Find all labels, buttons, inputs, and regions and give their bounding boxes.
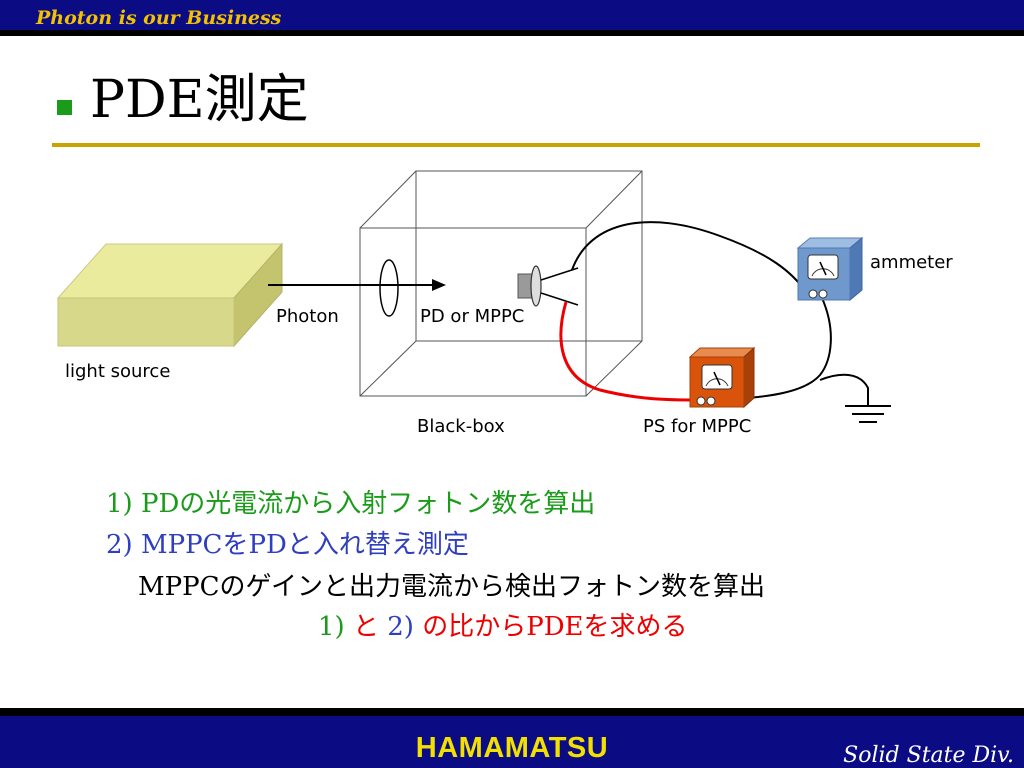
title-bullet: [57, 100, 72, 115]
step-2-detail-mppc: MPPC: [138, 572, 220, 602]
company-tagline: Photon is our Business: [36, 7, 282, 29]
page-title: PDE測定: [90, 70, 309, 130]
step-1-text: の光電流から入射フォトン数を算出: [179, 489, 596, 519]
light-source-label: light source: [65, 361, 171, 382]
step-2: 2) MPPCをPDと入れ替え測定: [106, 530, 469, 561]
step-2-pd: PD: [248, 530, 287, 560]
brand-logo-text: HAMAMATSU: [415, 732, 609, 764]
black-box-label: Black-box: [417, 416, 505, 437]
photon-label: Photon: [276, 306, 339, 327]
conclusion-text-b: を求める: [583, 612, 688, 642]
light-source-block: [56, 242, 284, 348]
step-2-text-a: を: [222, 530, 249, 560]
top-banner: Photon is our Business: [0, 0, 1024, 36]
ground-icon: [845, 405, 891, 423]
step-2-number: 2) MPPC: [106, 530, 223, 560]
power-supply-icon: [688, 346, 756, 409]
conclusion: 1) と 2) の比からPDEを求める: [318, 612, 688, 643]
step-2-detail: MPPCのゲインと出力電流から検出フォトン数を算出: [138, 572, 765, 603]
step-1-number: 1) PD: [106, 489, 180, 519]
conclusion-text-a: の比から: [422, 612, 527, 642]
ammeter-label: ammeter: [870, 252, 953, 273]
step-1: 1) PDの光電流から入射フォトン数を算出: [106, 489, 595, 520]
wire-ammeter-ground: [713, 297, 832, 401]
detector: [517, 265, 579, 307]
black-box-frame: [359, 170, 643, 397]
power-supply-label: PS for MPPC: [643, 416, 752, 437]
division-name: Solid State Div.: [843, 743, 1014, 768]
detector-label: PD or MPPC: [420, 306, 525, 327]
wire-detector-ammeter: [571, 221, 807, 293]
title-divider: [52, 143, 980, 147]
conclusion-pde: PDE: [526, 612, 584, 642]
ammeter-icon: [796, 236, 864, 302]
conclusion-and: と: [352, 612, 379, 642]
wire-detector-ps: [559, 301, 699, 402]
photon-arrow: [268, 279, 446, 291]
conclusion-ref-1: 1): [318, 612, 353, 642]
bottom-banner: HAMAMATSU Solid State Div.: [0, 708, 1024, 768]
step-2-text-b: と入れ替え測定: [286, 530, 469, 560]
step-2-detail-text: のゲインと出力電流から検出フォトン数を算出: [219, 572, 765, 602]
lens: [379, 259, 399, 317]
wire-to-ground: [819, 373, 869, 406]
conclusion-ref-2: 2): [378, 612, 423, 642]
